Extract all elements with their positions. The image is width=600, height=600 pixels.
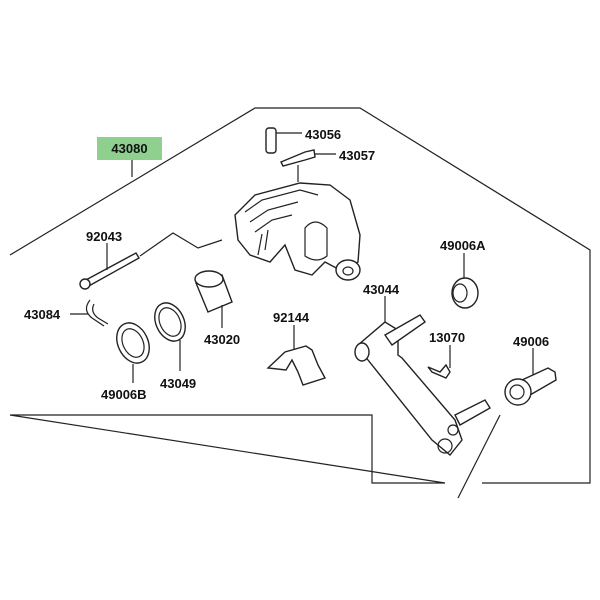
part-label-49006A[interactable]: 49006A: [440, 238, 486, 253]
highlight-box: [97, 137, 162, 160]
part-label-43049[interactable]: 43049: [160, 376, 196, 391]
part-label-43020[interactable]: 43020: [204, 332, 240, 347]
bracket-icon: [354, 296, 491, 456]
assembly-boundary: [9, 107, 591, 484]
clip-pin-icon: [70, 299, 109, 327]
bleeder-cap-icon: [280, 149, 336, 167]
boundary-diagonal: [457, 414, 501, 499]
boot-b-icon: [116, 322, 150, 383]
boot-a-icon: [451, 253, 479, 309]
pad-spring-icon: [427, 345, 451, 379]
part-label-13070[interactable]: 13070: [429, 330, 465, 345]
bleeder-valve-icon: [265, 127, 302, 154]
part-number-label[interactable]: 43080: [111, 141, 147, 156]
part-label-49006[interactable]: 49006: [513, 334, 549, 349]
piston-icon: [194, 270, 233, 328]
part-label-43084[interactable]: 43084: [24, 307, 61, 322]
spring-icon: [266, 325, 327, 386]
seal-icon: [154, 302, 186, 371]
assembly-label-43080[interactable]: 43080: [97, 137, 162, 177]
pin-icon: [79, 232, 223, 290]
part-label-43056[interactable]: 43056: [305, 127, 341, 142]
part-label-43057[interactable]: 43057: [339, 148, 375, 163]
boot-icon: [504, 348, 557, 406]
part-label-92043[interactable]: 92043: [86, 229, 122, 244]
part-label-49006B[interactable]: 49006B: [101, 387, 147, 402]
part-label-43044[interactable]: 43044: [363, 282, 400, 297]
part-label-92144[interactable]: 92144: [273, 310, 310, 325]
caliper-body: [234, 182, 361, 281]
